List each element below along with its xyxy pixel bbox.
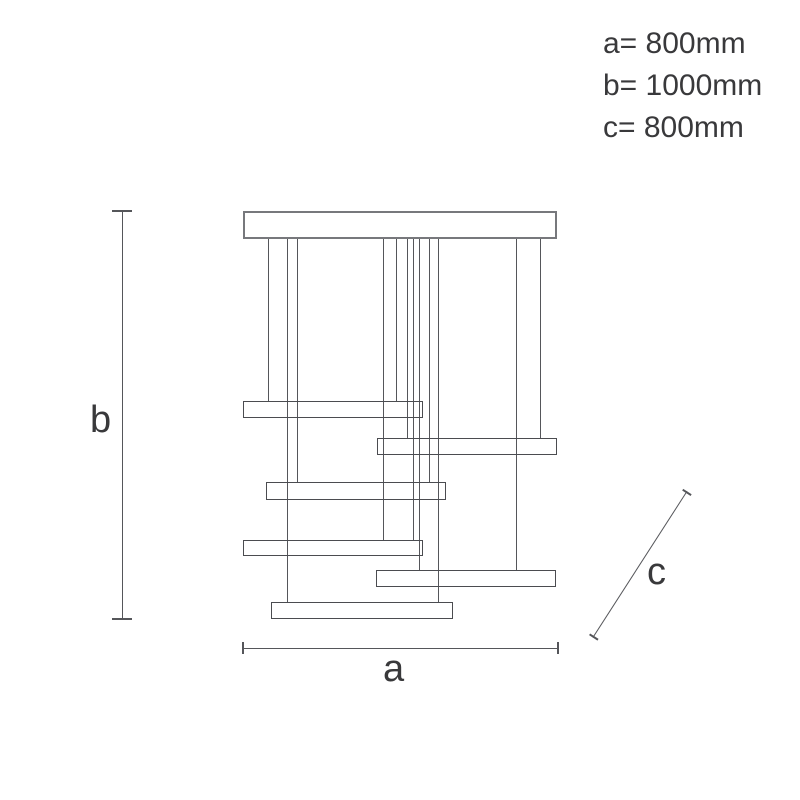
dimension-label-b: b <box>90 399 112 441</box>
dimension-c-end-tick <box>681 488 692 496</box>
dimension-a-left-tick <box>242 642 244 654</box>
dimension-line-c <box>588 488 692 641</box>
annotation-b: b= 1000mm <box>603 69 763 102</box>
suspension-wire <box>419 239 421 571</box>
light-bar <box>266 482 446 500</box>
suspension-wire <box>429 239 431 482</box>
dimension-line-b <box>122 211 124 619</box>
suspension-wire <box>268 239 270 401</box>
light-bar <box>377 438 557 455</box>
suspension-wire <box>297 239 299 482</box>
suspension-wire <box>516 239 518 571</box>
light-bar <box>376 570 556 587</box>
suspension-wire <box>438 239 440 603</box>
suspension-wire <box>540 239 542 438</box>
annotation-a: a= 800mm <box>603 27 746 60</box>
suspension-wire <box>407 239 409 438</box>
dimension-label-a: a <box>383 648 405 690</box>
light-bar <box>243 401 423 418</box>
suspension-wire <box>396 239 398 401</box>
ceiling-mount-bar <box>243 211 557 239</box>
dimension-annotations: a= 800mm b= 1000mm c= 800mm <box>603 23 762 149</box>
suspension-wire <box>287 239 289 603</box>
annotation-c: c= 800mm <box>603 111 744 144</box>
dimension-a-right-tick <box>557 642 559 654</box>
light-bar <box>243 540 423 556</box>
light-bar <box>271 602 453 619</box>
suspension-wire <box>383 239 385 540</box>
dimension-line-a <box>243 648 558 650</box>
suspension-wire <box>413 239 415 540</box>
dimension-b-top-tick <box>112 210 132 212</box>
dimension-label-c: c <box>647 551 666 593</box>
dimension-c-start-tick <box>588 633 598 641</box>
dimension-b-bottom-tick <box>112 618 132 620</box>
